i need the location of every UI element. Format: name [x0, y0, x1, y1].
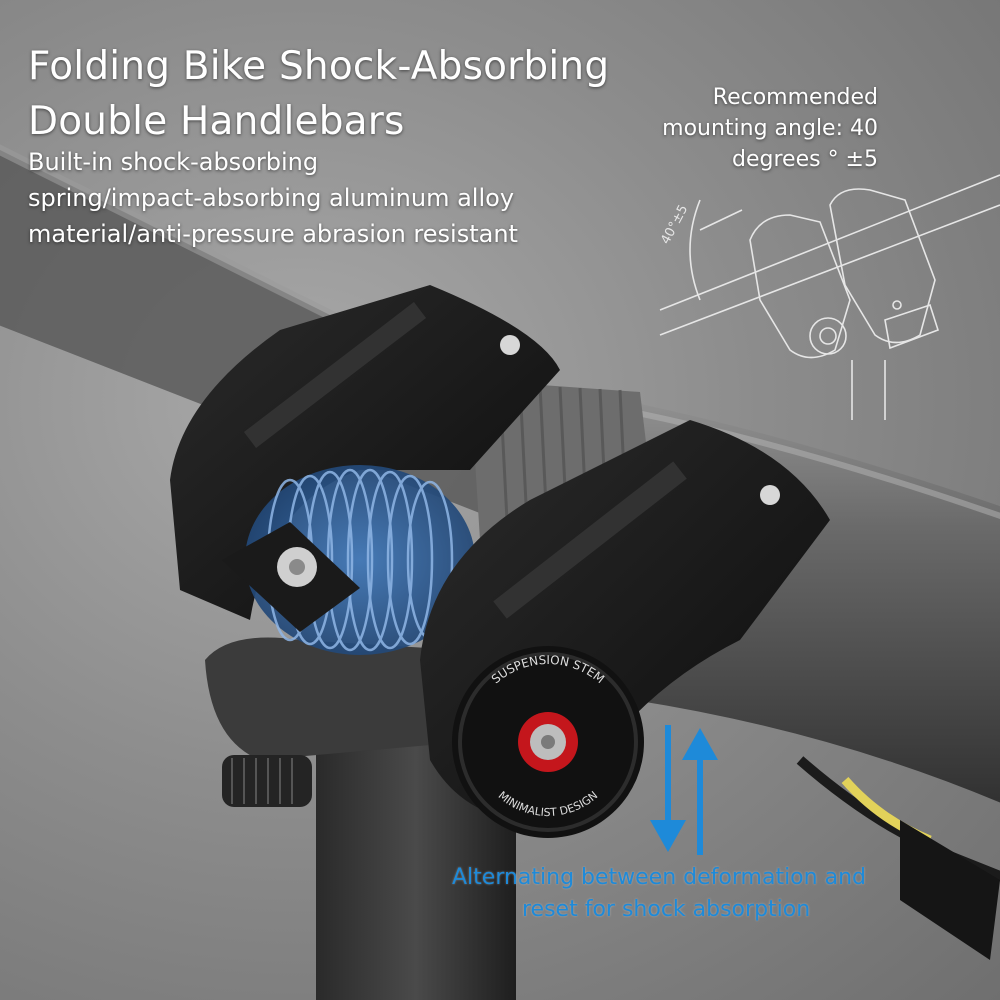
mounting-angle-diagram [659, 174, 1000, 420]
stem-base [205, 637, 466, 760]
shock-note-line-1: Alternating between deformation and [452, 865, 866, 890]
angle-note-line-2: mounting angle: 40 [662, 116, 878, 141]
right-clamp-bolt [760, 485, 780, 505]
description-line-1: Built-in shock-absorbing [28, 148, 319, 176]
description-line-3: material/anti-pressure abrasion resistan… [28, 220, 518, 248]
angle-note-line-3: degrees ° ±5 [732, 147, 878, 172]
shock-note-line-2: reset for shock absorption [522, 897, 811, 922]
angle-note-line-1: Recommended [712, 85, 878, 110]
diagram-angle-label: 40°±5 [658, 203, 691, 247]
shock-direction-arrows [650, 725, 718, 855]
left-clamp-bolt [500, 335, 520, 355]
headline-line-2: Double Handlebars [28, 99, 405, 144]
headline-line-1: Folding Bike Shock-Absorbing [28, 44, 610, 89]
description-line-2: spring/impact-absorbing aluminum alloy [28, 184, 515, 212]
